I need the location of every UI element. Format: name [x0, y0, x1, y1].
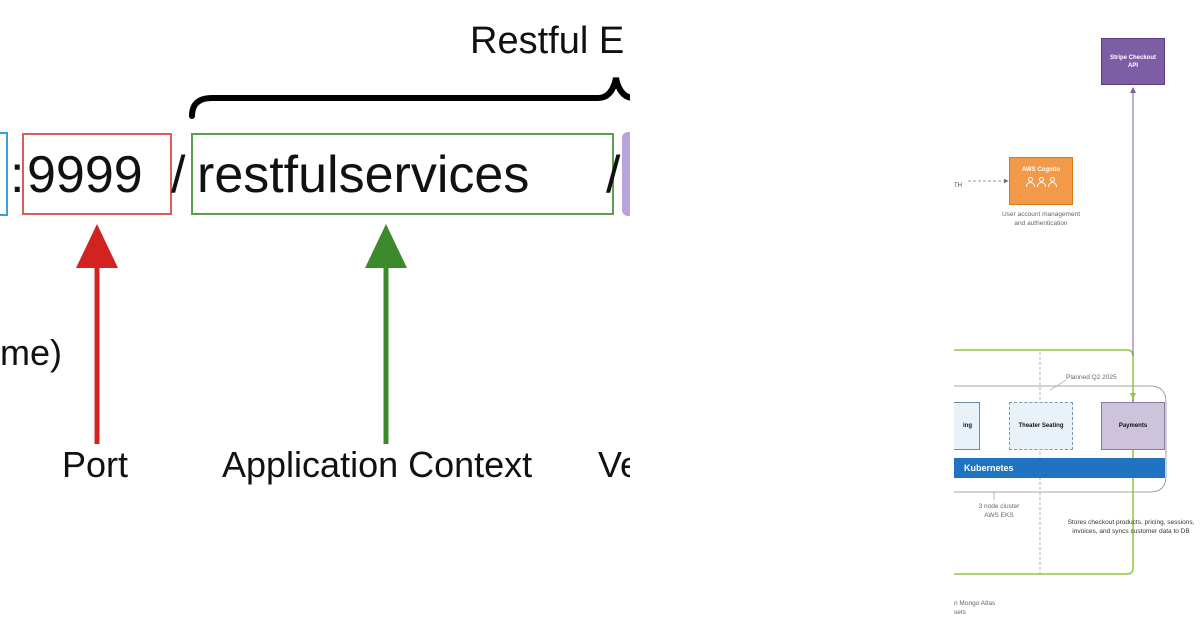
cognito-desc-line1: User account management	[1001, 211, 1081, 218]
seating-label: Theater Seating	[1018, 423, 1064, 429]
restful-endpoint-title: Restful E	[470, 20, 625, 62]
cognito-title: AWS Cognito	[1022, 167, 1060, 173]
payments-description: Stores checkout products, pricing, sessi…	[1062, 519, 1200, 536]
users-icon	[1025, 177, 1057, 187]
theater-seating-node: Theater Seating	[1009, 402, 1073, 450]
context-arrow-head	[365, 224, 407, 268]
cluster-description: 3 node cluster AWS EKS	[969, 503, 1029, 520]
booking-label: ing	[963, 423, 972, 429]
trailing-separator: /	[606, 146, 621, 204]
host-box-edge	[0, 132, 8, 216]
mongo-line2: sets	[954, 608, 966, 616]
version-label: Ve	[598, 444, 630, 485]
node-group-border	[954, 385, 1167, 493]
planned-pointer	[1049, 379, 1067, 391]
application-context-label: Application Context	[222, 444, 533, 485]
stripe-title-line2: API	[1127, 62, 1138, 69]
context-box	[191, 133, 614, 215]
port-label: Port	[62, 444, 129, 485]
stripe-checkout-api-node: Stripe Checkout API	[1101, 38, 1165, 85]
url-anatomy-panel: Restful E : 9999 / restfulservices / me)…	[0, 20, 630, 485]
architecture-panel: Stripe Checkout API TH AWS Cognito User …	[954, 0, 1200, 630]
kubernetes-bar	[954, 458, 1165, 478]
path-separator: /	[171, 146, 186, 204]
url-arrows-layer	[76, 77, 630, 444]
payments-node: Payments	[1101, 402, 1165, 450]
cluster-line1: 3 node cluster	[978, 503, 1020, 510]
port-value: 9999	[27, 146, 143, 204]
cluster-line2: AWS EKS	[984, 511, 1014, 519]
planned-label: Planned Q2 2025	[1066, 374, 1117, 381]
payments-desc-line1: Stores checkout products, pricing, sessi…	[1067, 519, 1195, 526]
scheme-label: me)	[0, 332, 62, 373]
context-value: restfulservices	[197, 146, 530, 204]
port-box	[22, 133, 172, 215]
port-separator: :	[10, 146, 25, 204]
mongo-line1: n Mongo Atlas	[954, 600, 996, 607]
payments-desc-line2: invoices, and syncs customer data to DB	[1072, 527, 1190, 535]
restful-brace	[189, 77, 630, 119]
stripe-title-line1: Stripe Checkout	[1109, 54, 1156, 61]
payments-label: Payments	[1118, 423, 1148, 429]
kubernetes-label: Kubernetes	[964, 463, 1014, 473]
cognito-desc-line2: and authentication	[1014, 220, 1068, 227]
mongo-atlas-description: n Mongo Atlas sets	[954, 600, 995, 617]
version-box-edge	[622, 132, 630, 216]
aws-cognito-node: AWS Cognito	[1009, 157, 1073, 205]
cognito-description: User account management and authenticati…	[994, 210, 1088, 228]
port-arrow-head	[76, 224, 118, 268]
auth-edge-label: TH	[954, 183, 962, 189]
booking-service-node: ing	[954, 402, 980, 450]
